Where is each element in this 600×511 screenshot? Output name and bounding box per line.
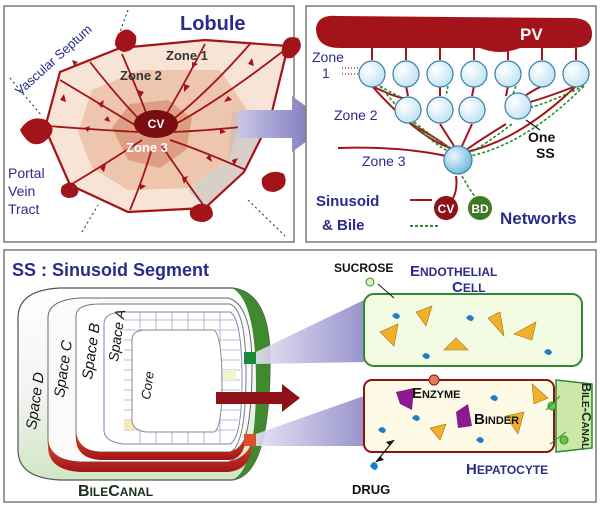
segment-title: SS : Sinusoid Segment — [12, 260, 209, 280]
portal-label-line2: Vein — [8, 183, 35, 199]
bile-network-lines — [379, 85, 585, 201]
portal-tract-west — [20, 118, 53, 145]
endothelial-label-line1: ENDOTHELIAL — [410, 263, 497, 280]
portal-tract-north — [115, 29, 137, 52]
zone2-segment-highlighted — [504, 92, 532, 120]
legend-sinusoid-label-line2: & Bile — [322, 217, 365, 234]
network-zone3-label: Zone 3 — [362, 153, 406, 169]
zone1-segment — [528, 60, 556, 88]
hepatocyte-zoom-cone — [256, 396, 364, 446]
central-vein — [134, 110, 178, 138]
endothelial-source-cell — [244, 352, 256, 364]
portal-tract-northeast — [281, 37, 301, 59]
one-ss-label-line2: SS — [536, 145, 555, 161]
segment-end-cells — [244, 352, 256, 446]
core-region — [131, 329, 223, 433]
sucrose-molecule — [365, 277, 375, 287]
zone3-segment — [443, 145, 473, 175]
endothelial-label-line2: CELL — [452, 279, 486, 296]
zone2-label: Zone 2 — [120, 68, 162, 83]
zone1-segment — [358, 60, 386, 88]
hepatocyte-bile-canal-label: BILE-CANAL — [579, 383, 594, 449]
enzyme-label: ENZYME — [412, 385, 461, 402]
zone1-segment — [460, 60, 488, 88]
networks-label: Networks — [500, 209, 577, 228]
endothelial-contents — [379, 305, 552, 359]
zone2-segments — [394, 92, 532, 124]
drug-label: DRUG — [352, 482, 390, 497]
binder-label: BINDER — [474, 411, 519, 428]
zone1-segment — [494, 60, 522, 88]
network-bd-node — [468, 196, 492, 220]
binder-shape — [531, 383, 549, 405]
space-c-red-band — [48, 436, 252, 472]
lobule-title: Lobule — [180, 13, 246, 35]
sucrose-arrow — [377, 283, 395, 299]
binder-shape — [429, 423, 447, 441]
network-zone1-label-line1: Zone — [312, 49, 344, 65]
space-b-red-band — [76, 428, 246, 460]
drug-molecule — [370, 462, 378, 470]
zone1-label: Zone 1 — [166, 48, 208, 63]
network-zone2-label: Zone 2 — [334, 107, 378, 123]
portal-label-line1: Portal — [8, 165, 45, 181]
pv-label: PV — [520, 25, 543, 44]
zone1-segment — [426, 60, 454, 88]
portal-tract-southwest — [60, 182, 79, 198]
zone1-segment — [562, 60, 590, 88]
network-zone1-label-line2: 1 — [322, 65, 330, 81]
bile-canal-label: BILECANAL — [78, 483, 153, 500]
portal-tract-south — [189, 203, 213, 222]
network-bd-label: BD — [471, 202, 489, 216]
legend-sinusoid-label-line1: Sinusoid — [316, 193, 379, 210]
enzyme-shape — [456, 404, 472, 428]
hepatocyte-contents — [378, 383, 569, 445]
portal-vein-bar — [316, 15, 592, 52]
zone2-segment — [458, 96, 486, 124]
space-a-label: Space A — [105, 308, 128, 362]
zone1-segments — [358, 60, 590, 88]
portal-tracts — [20, 29, 301, 222]
endothelial-zoom-cone — [256, 300, 364, 364]
flow-lines — [47, 43, 283, 211]
binder-shape — [505, 411, 525, 435]
sinusoid-cylinder: Space D Space C Space B Space A Core BIL… — [17, 287, 271, 500]
portal-tract-east — [261, 171, 286, 192]
enzyme-shape — [396, 388, 414, 410]
portal-label-line3: Tract — [8, 201, 39, 217]
hepatocyte-membrane-pore — [428, 374, 440, 386]
network-cv-label: CV — [438, 202, 455, 216]
one-ss-pointer — [525, 119, 541, 131]
one-ss-label-line1: One — [528, 129, 555, 145]
lobule-cv-label: CV — [148, 117, 165, 131]
flow-arrow — [216, 384, 300, 412]
hepatocyte-source-cell — [244, 434, 256, 446]
zone3-label: Zone 3 — [126, 140, 168, 155]
network-cv-node — [434, 196, 458, 220]
hepatocyte-label: HEPATOCYTE — [466, 461, 548, 478]
segment-panel: SS : Sinusoid Segment — [3, 249, 597, 503]
zone1-segment — [392, 60, 420, 88]
zone2-segment — [426, 96, 454, 124]
network-panel: PV — [305, 5, 597, 243]
bile-canal-rim — [232, 288, 270, 480]
zone2-segment — [394, 96, 422, 124]
sucrose-label: SUCROSE — [334, 261, 393, 275]
hepatocyte-bile-canal — [555, 379, 593, 453]
flow-arrowheads — [60, 58, 254, 190]
core-label: Core — [138, 370, 157, 400]
